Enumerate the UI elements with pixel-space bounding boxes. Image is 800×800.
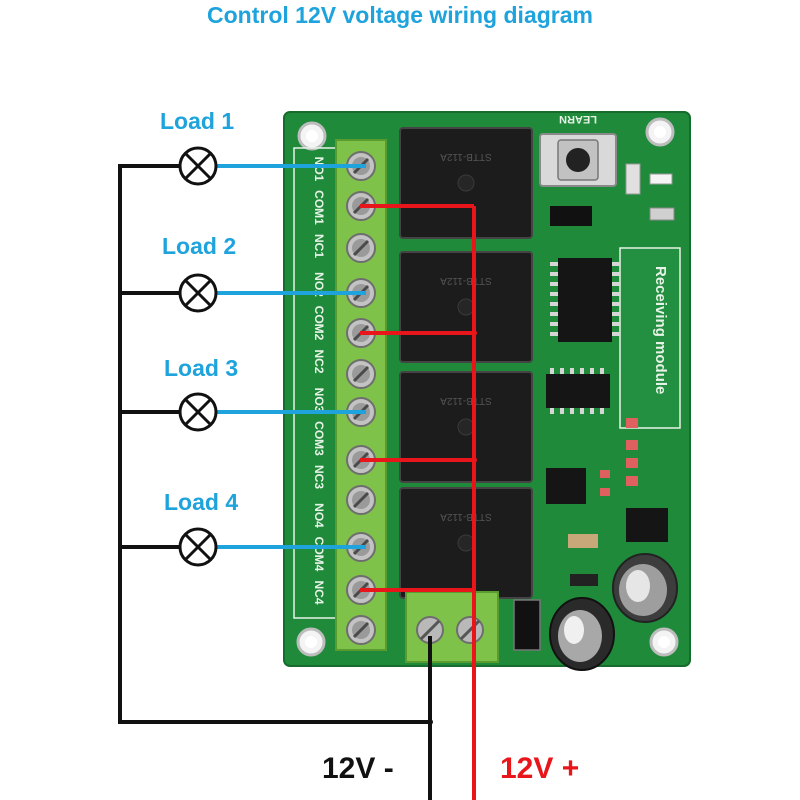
negative-wire	[118, 164, 432, 724]
learn-label: LEARN	[559, 113, 597, 125]
terminal-label: NC4	[312, 580, 326, 604]
receiving-module-label: Receiving module	[652, 266, 669, 394]
led-indicator	[649, 173, 673, 185]
terminal-label: NC3	[312, 465, 326, 489]
negative-supply-label: 12V -	[322, 752, 394, 785]
terminal-label: COM1	[312, 190, 326, 225]
load-4-label: Load 4	[164, 489, 239, 515]
receiving-module	[619, 247, 681, 429]
load-1-label: Load 1	[160, 108, 235, 134]
load-4-lamp-icon	[178, 527, 218, 567]
terminal-screw	[346, 485, 376, 515]
relay: STTB-112A	[399, 127, 533, 239]
load-2-label: Load 2	[162, 233, 237, 259]
relay-model-label: STTB-112A	[440, 511, 492, 522]
load-3-lamp-icon	[178, 392, 218, 432]
wires	[118, 164, 476, 800]
capacitors	[549, 553, 678, 671]
terminal-label: NO3	[312, 388, 326, 413]
terminal-screw	[346, 615, 376, 645]
learn-button	[539, 133, 617, 187]
relay-model-label: STTB-112A	[440, 275, 492, 286]
ic-chips	[513, 258, 668, 651]
terminal-label: COM3	[312, 421, 326, 456]
relays: STTB-112A STTB-112A STTB-112A STTB-112A	[399, 127, 533, 599]
smd-pads	[600, 418, 638, 496]
positive-supply-label: 12V +	[500, 752, 580, 785]
ic-pins	[550, 262, 620, 414]
relay: STTB-112A	[399, 251, 533, 363]
relay-model-label: STTB-112A	[440, 151, 492, 162]
load-3-label: Load 3	[164, 355, 239, 381]
terminal-screw	[346, 233, 376, 263]
terminal-label: NO2	[312, 272, 326, 297]
load-1-lamp-icon	[178, 146, 218, 186]
terminal-screw	[346, 359, 376, 389]
d1-led	[625, 163, 641, 195]
jumper-header	[550, 206, 592, 226]
mounting-holes	[296, 117, 679, 657]
terminal-label: COM4	[312, 537, 326, 572]
relay: STTB-112A	[399, 487, 533, 599]
terminal-label: NC1	[312, 234, 326, 258]
terminal-label: NC2	[312, 349, 326, 373]
terminal-label: NO1	[312, 157, 326, 182]
terminal-block	[335, 139, 387, 651]
relay: STTB-112A	[399, 371, 533, 483]
terminal-label: NO4	[312, 503, 326, 528]
lamp-symbols	[178, 146, 218, 567]
diagram-title: Control 12V voltage wiring diagram	[207, 2, 593, 28]
relay-model-label: STTB-112A	[440, 395, 492, 406]
load-2-lamp-icon	[178, 273, 218, 313]
terminal-label: COM2	[312, 306, 326, 341]
